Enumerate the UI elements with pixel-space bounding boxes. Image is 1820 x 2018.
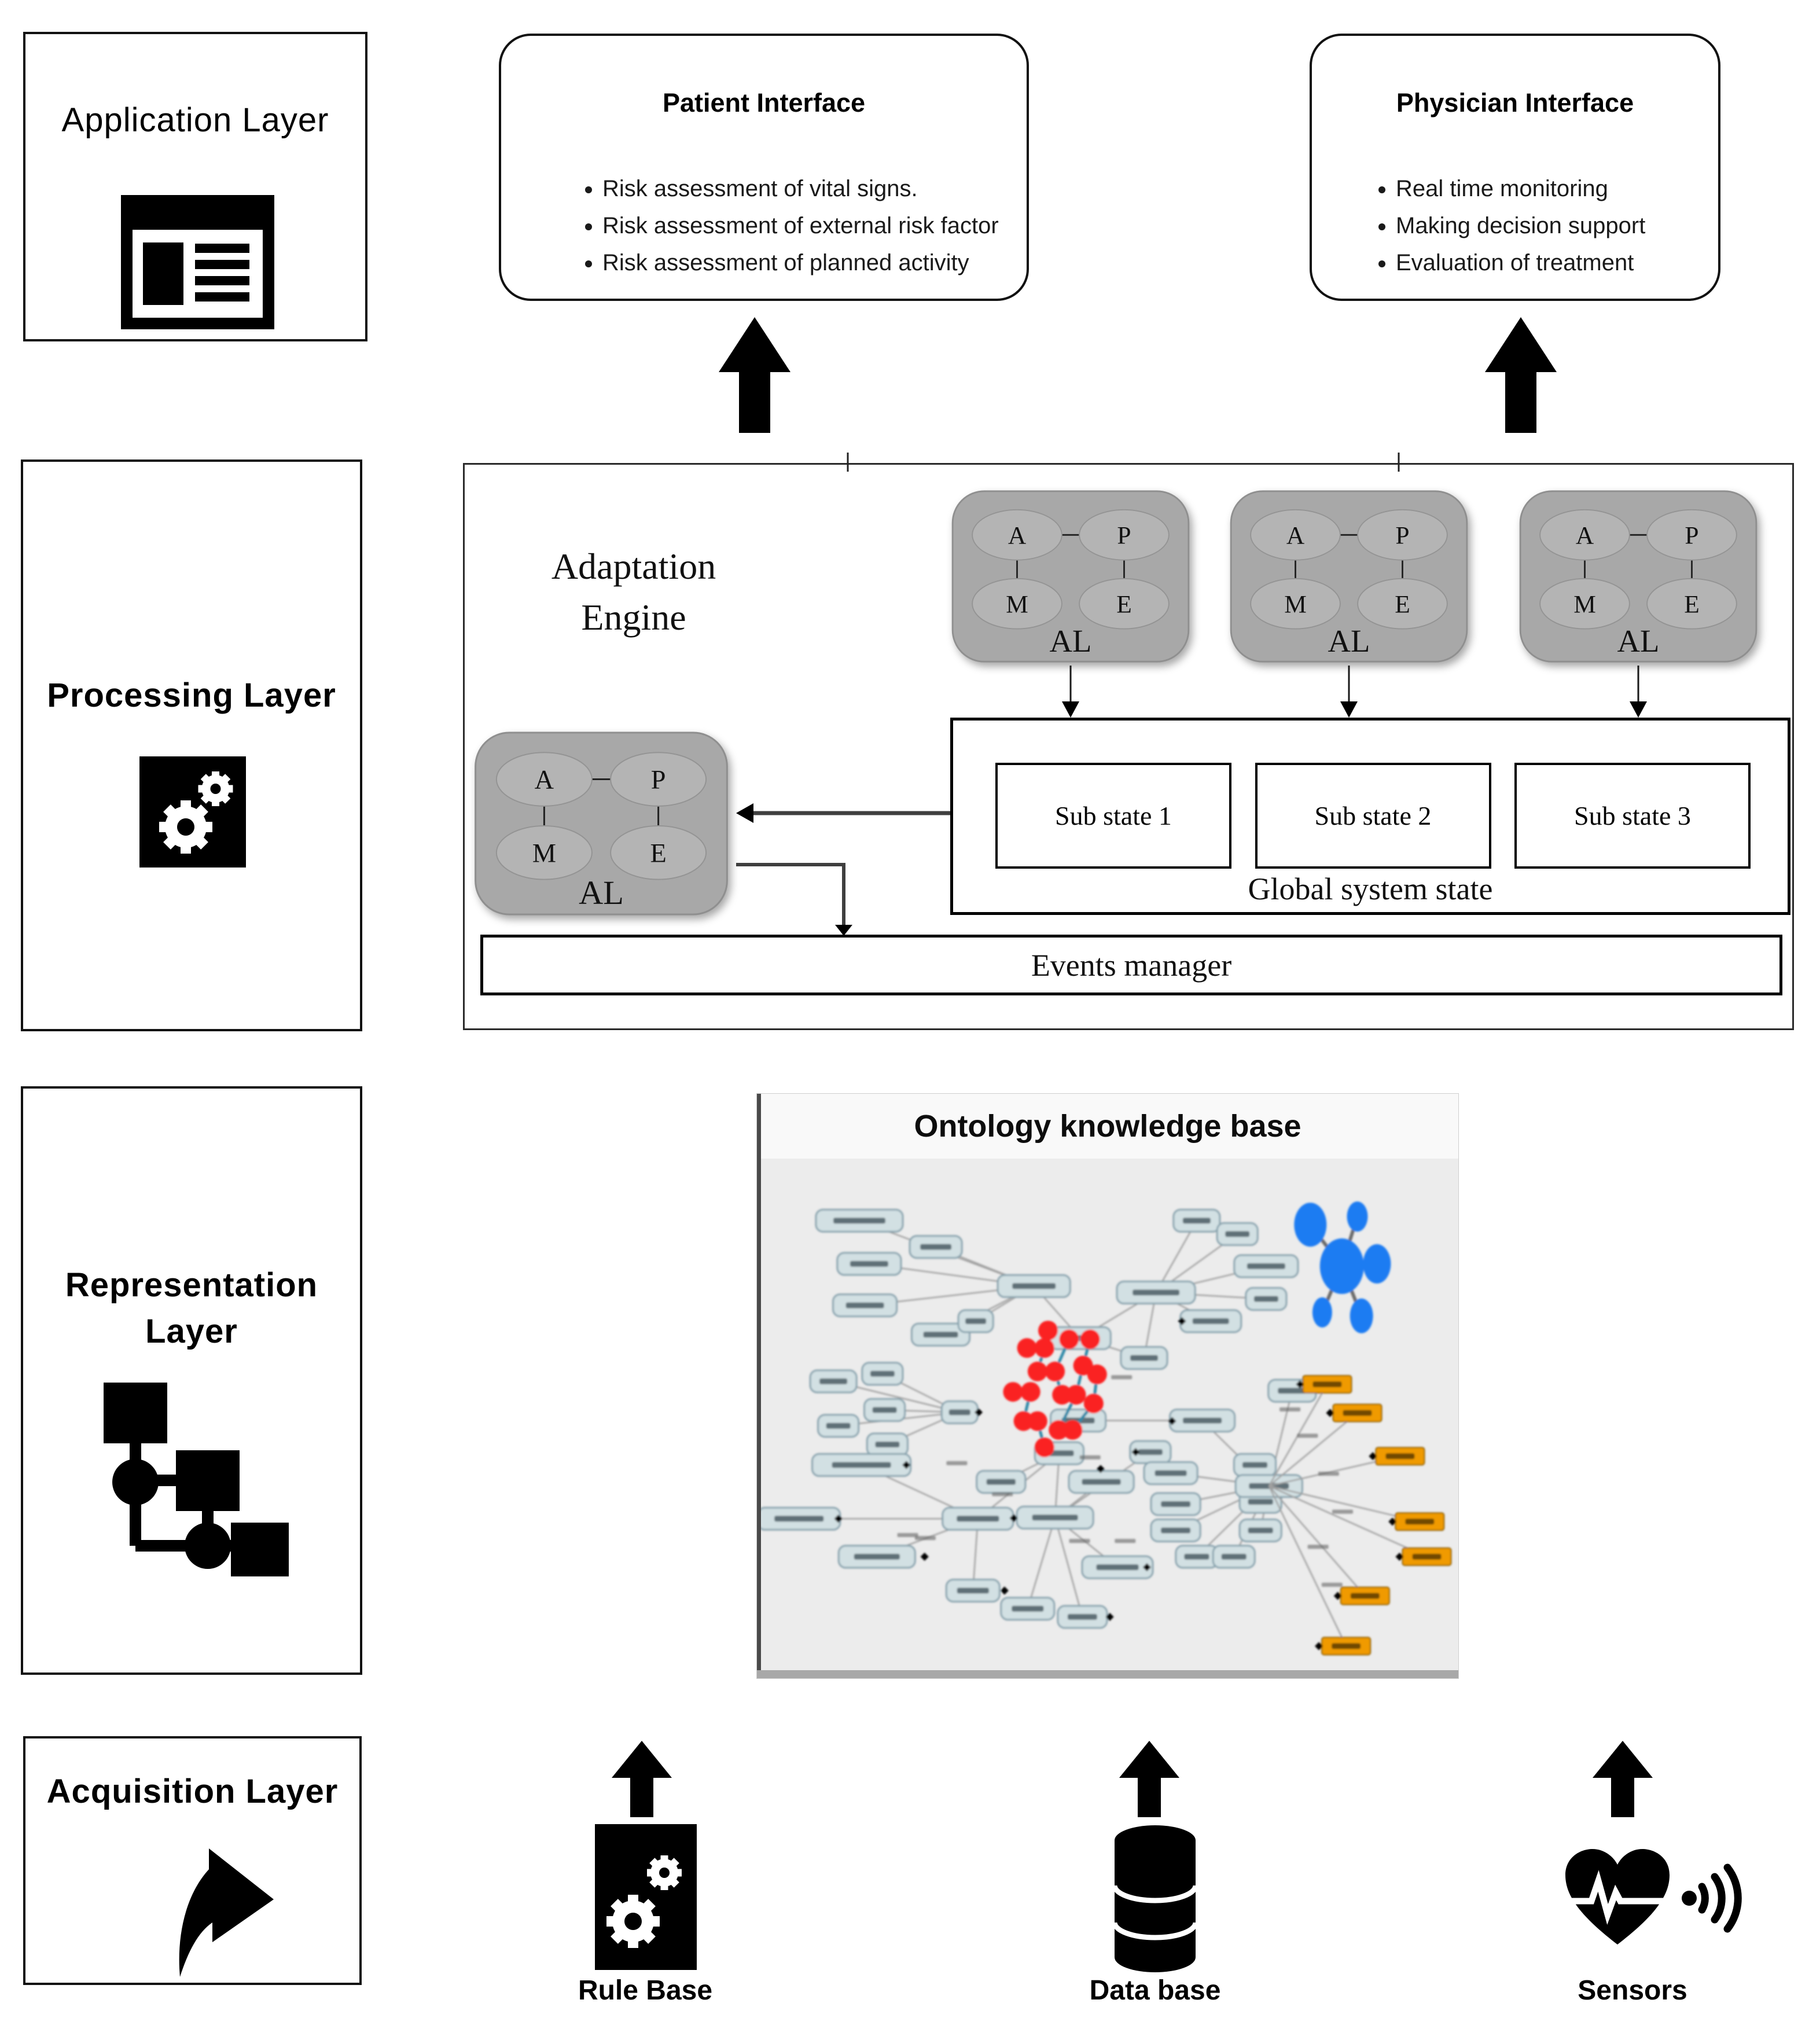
rule-base-icon xyxy=(595,1824,697,1970)
svg-text:M: M xyxy=(1284,590,1307,618)
arrow-up-from-sensors xyxy=(1593,1741,1653,1817)
svg-text:E: E xyxy=(650,839,666,869)
ontology-title-band xyxy=(757,1094,1458,1159)
svg-text:AL: AL xyxy=(579,874,624,911)
list-item: Risk assessment of external risk factor xyxy=(602,207,1027,244)
list-item: Sub state 2 xyxy=(1255,763,1491,869)
curved-arrow-icon xyxy=(179,1848,274,1977)
representation-layer-box: Representation Layer xyxy=(21,1086,362,1675)
data-base-label: Data base xyxy=(1089,1975,1221,2006)
ontology-left-strip xyxy=(757,1094,761,1678)
ontology-title: Ontology knowledge base xyxy=(914,1109,1301,1144)
signal-waves-icon xyxy=(1682,1863,1742,1933)
app-window-icon xyxy=(121,195,274,329)
svg-text:E: E xyxy=(1116,590,1132,618)
svg-text:A: A xyxy=(535,766,554,795)
list-item: Risk assessment of vital signs. xyxy=(602,170,1027,207)
al-group-4: A P M E AL xyxy=(475,732,728,916)
svg-text:AL: AL xyxy=(1328,623,1370,659)
svg-text:A: A xyxy=(1576,521,1594,549)
al-group-3: A P M E AL xyxy=(1519,490,1758,663)
adaptation-engine-title: Adaptation Engine xyxy=(551,546,716,638)
arrow-up-to-patient xyxy=(719,317,790,433)
flowchart-icon xyxy=(104,1383,289,1576)
physician-interface-box: Physician Interface Real time monitoring… xyxy=(1310,34,1720,301)
processing-layer-box: Processing Layer xyxy=(21,460,362,1031)
svg-text:P: P xyxy=(651,766,666,795)
database-icon xyxy=(1112,1825,1198,1972)
list-item: Evaluation of treatment xyxy=(1396,244,1718,281)
ontology-knowledge-base-panel: Ontology knowledge base xyxy=(757,1094,1458,1678)
processing-layer-label: Processing Layer xyxy=(47,677,336,714)
svg-text:M: M xyxy=(1006,590,1028,618)
svg-text:P: P xyxy=(1685,521,1698,549)
list-item: Real time monitoring xyxy=(1396,170,1718,207)
sensors-label: Sensors xyxy=(1578,1975,1687,2006)
al-group-2: A P M E AL xyxy=(1230,490,1468,663)
events-manager-bar: Events manager xyxy=(480,935,1782,995)
svg-text:P: P xyxy=(1117,521,1131,549)
svg-text:E: E xyxy=(1684,590,1700,618)
global-system-state-label: Global system state xyxy=(1248,872,1493,906)
list-item: Sub state 1 xyxy=(995,763,1231,869)
list-item: Sub state 3 xyxy=(1514,763,1751,869)
al-group-1: A P M E AL xyxy=(951,490,1190,663)
svg-text:M: M xyxy=(532,839,556,869)
arrow-up-to-physician xyxy=(1485,317,1557,433)
list-item: Risk assessment of planned activity xyxy=(602,244,1027,281)
acquisition-layer-box: Acquisition Layer xyxy=(23,1736,362,1985)
svg-text:AL: AL xyxy=(1050,623,1092,659)
patient-interface-box: Patient Interface Risk assessment of vit… xyxy=(499,34,1029,301)
patient-interface-list: Risk assessment of vital signs.Risk asse… xyxy=(501,170,1027,281)
arrow-up-from-rulebase xyxy=(612,1741,672,1817)
svg-text:P: P xyxy=(1395,521,1409,549)
physician-interface-list: Real time monitoringMaking decision supp… xyxy=(1312,170,1718,281)
heart-pulse-icon xyxy=(1565,1849,1670,1945)
application-layer-label: Application Layer xyxy=(61,101,329,139)
ontology-graph xyxy=(757,1201,1452,1656)
svg-text:E: E xyxy=(1395,590,1410,618)
physician-interface-title: Physician Interface xyxy=(1396,88,1634,117)
svg-text:A: A xyxy=(1008,521,1027,549)
arrow-up-from-database xyxy=(1119,1741,1179,1817)
ontology-bottom-strip xyxy=(757,1670,1458,1678)
svg-text:A: A xyxy=(1286,521,1305,549)
representation-layer-label: Representation Layer xyxy=(65,1266,318,1350)
rule-base-label: Rule Base xyxy=(578,1975,713,2006)
svg-text:M: M xyxy=(1573,590,1596,618)
svg-text:AL: AL xyxy=(1617,623,1660,659)
list-item: Making decision support xyxy=(1396,207,1718,244)
application-layer-box: Application Layer xyxy=(23,32,367,341)
patient-interface-title: Patient Interface xyxy=(662,88,866,117)
gears-icon xyxy=(139,756,246,868)
acquisition-layer-label: Acquisition Layer xyxy=(46,1773,339,1810)
